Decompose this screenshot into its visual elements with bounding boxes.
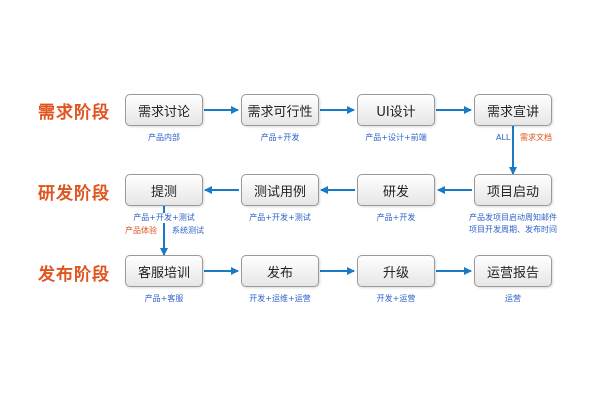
note-customer-training: 产品+客服 [144,294,184,303]
note-all: ALL [496,133,511,142]
node-development: 研发 [357,174,435,206]
note-product-experience: 产品体验 [125,226,157,235]
note-release: 开发+运维+运营 [249,294,311,303]
note-demand-discussion: 产品内部 [148,133,180,142]
node-demand-discussion: 需求讨论 [125,94,203,126]
stage-label-demand: 需求阶段 [38,103,110,123]
note-demand-doc: 需求文档 [520,133,552,142]
note-demand-feasibility: 产品+开发 [260,133,300,142]
node-upgrade: 升级 [357,255,435,287]
note-kickoff-line1: 产品发项目启动周知邮件 [469,213,557,222]
note-upgrade: 开发+运营 [376,294,416,303]
node-project-kickoff: 项目启动 [474,174,552,206]
stage-label-development: 研发阶段 [38,184,110,204]
node-demand-presentation: 需求宣讲 [474,94,552,126]
node-test-cases: 测试用例 [241,174,319,206]
note-ui-design: 产品+设计+前端 [365,133,427,142]
note-test-cases: 产品+开发+测试 [249,213,311,222]
node-submit-test: 提测 [125,174,203,206]
node-customer-training: 客服培训 [125,255,203,287]
note-system-test: 系统测试 [172,226,204,235]
node-release: 发布 [241,255,319,287]
node-ui-design: UI设计 [357,94,435,126]
note-kickoff-line2: 项目开发周期、发布时间 [469,225,557,234]
node-operation-report: 运营报告 [474,255,552,287]
note-operation-report: 运营 [505,294,521,303]
note-development: 产品+开发 [376,213,416,222]
stage-label-release: 发布阶段 [38,265,110,285]
note-submit-test: 产品+开发+测试 [133,213,195,223]
node-demand-feasibility: 需求可行性 [241,94,319,126]
